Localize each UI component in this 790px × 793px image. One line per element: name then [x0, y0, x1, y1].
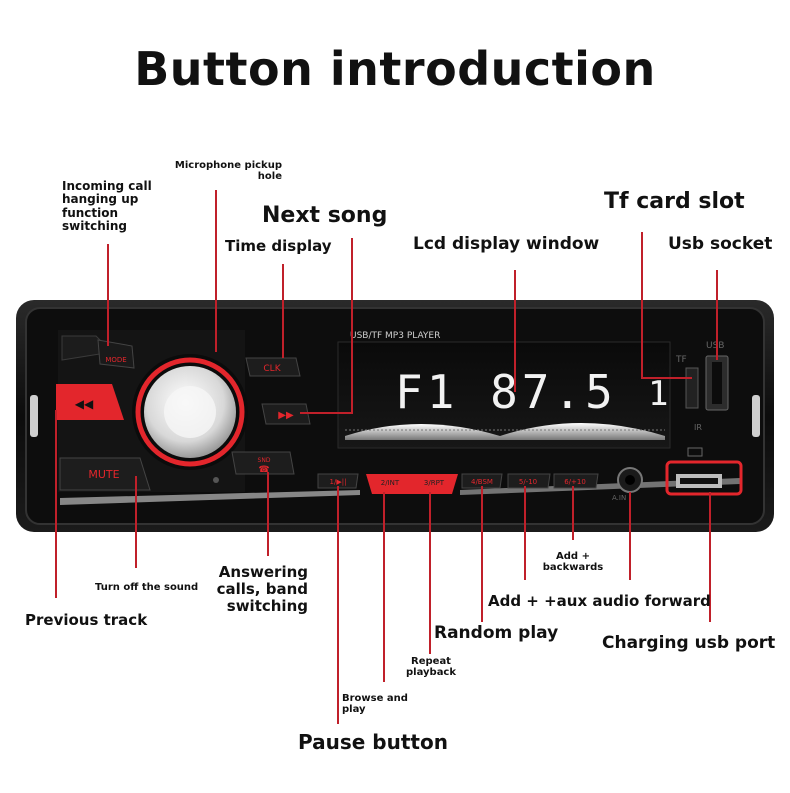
label-charging-usb: Charging usb port: [602, 633, 776, 653]
preset-1-button[interactable]: 1/▶||: [317, 473, 359, 489]
label-microphone-hole: Microphone pickup hole: [174, 160, 282, 183]
label-add-aux-forward: Add + +aux audio forward: [488, 592, 711, 610]
preset-1-label: 1/▶||: [330, 478, 347, 486]
preset-3-label: 3/RPT: [424, 479, 445, 487]
label-incoming-call: Incoming call hanging up function switch…: [62, 179, 152, 234]
label-lcd-window: Lcd display window: [413, 234, 600, 254]
mute-button[interactable]: MUTE: [59, 457, 151, 491]
lcd-channel-readout: 1: [648, 374, 668, 414]
volume-knob[interactable]: [132, 354, 248, 470]
snd-button[interactable]: SND ☎: [231, 451, 295, 475]
preset-2-3-button[interactable]: 2/INT 3/RPT: [366, 474, 458, 494]
aux-label: A.IN: [612, 494, 626, 502]
label-random-play: Random play: [434, 623, 559, 643]
label-tf-slot: Tf card slot: [604, 189, 745, 214]
ir-label: IR: [694, 423, 702, 432]
label-repeat-playback: Repeat playback: [405, 656, 457, 679]
previous-track-button[interactable]: ◀◀: [56, 384, 124, 420]
ir-sensor-dot: [213, 477, 219, 483]
lcd-display: USB/TF MP3 PLAYER F1 87.5 1: [337, 331, 671, 449]
mode-button[interactable]: MODE: [97, 339, 135, 369]
preset-4-label: 4/BSM: [471, 478, 493, 486]
mode-button-label: MODE: [105, 356, 126, 364]
panel-header: USB/TF MP3 PLAYER: [350, 331, 440, 341]
label-mute: Turn off the sound: [95, 582, 199, 593]
next-track-icon: ▶▶: [278, 410, 294, 421]
label-answering-calls: Answering calls, band switching: [216, 563, 308, 615]
usb-label: USB: [706, 341, 724, 351]
mute-button-label: MUTE: [88, 468, 119, 481]
label-browse-play: Browse and play: [342, 693, 408, 716]
label-add-backwards: Add + backwards: [542, 551, 604, 574]
clk-button[interactable]: CLK: [245, 357, 301, 377]
previous-track-icon: ◀◀: [75, 397, 94, 411]
aux-jack[interactable]: A.IN: [612, 467, 643, 502]
charging-usb-port[interactable]: [665, 447, 743, 496]
leader-lines: [55, 190, 718, 724]
preset-2-label: 2/INT: [381, 479, 400, 487]
lcd-frequency-readout: F1 87.5: [395, 365, 617, 419]
label-pause-button: Pause button: [298, 730, 448, 754]
preset-6-label: 6/+10: [564, 478, 586, 486]
next-track-button[interactable]: ▶▶: [261, 403, 311, 425]
label-next-song: Next song: [262, 203, 388, 228]
preset-5-label: 5/-10: [519, 478, 537, 486]
clk-button-label: CLK: [263, 364, 281, 374]
preset-5-button[interactable]: 5/-10: [507, 473, 551, 489]
lcd-equalizer: [345, 423, 665, 440]
tf-label: TF: [675, 355, 687, 365]
phone-icon: ☎: [258, 465, 269, 475]
preset-4-button[interactable]: 4/BSM: [461, 473, 503, 489]
snd-button-label: SND: [258, 457, 271, 464]
page-title: Button introduction: [134, 42, 656, 96]
preset-6-button[interactable]: 6/+10: [553, 473, 599, 489]
label-previous-track: Previous track: [25, 611, 148, 629]
label-time-display: Time display: [225, 237, 332, 255]
label-usb-socket: Usb socket: [668, 234, 773, 254]
